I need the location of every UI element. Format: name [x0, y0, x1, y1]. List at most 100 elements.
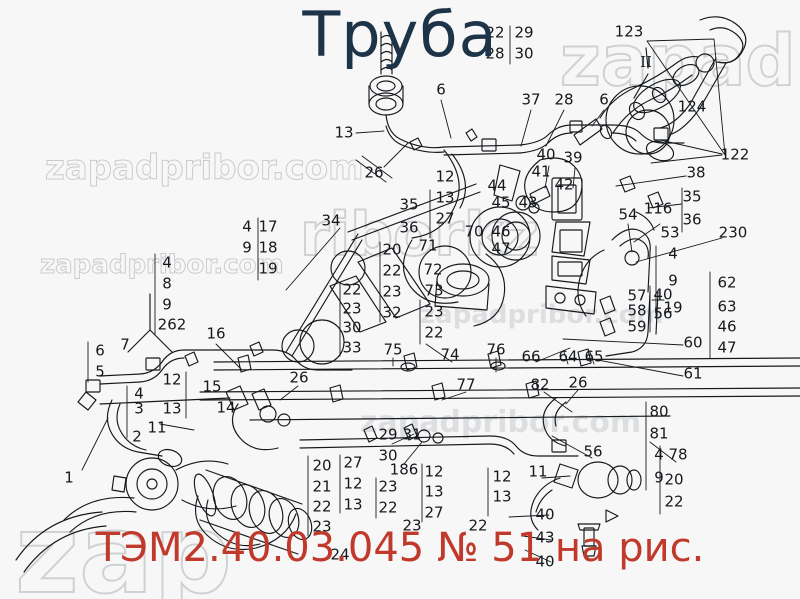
callout-label-30: 30 — [514, 44, 534, 63]
callout-label-27: 27 — [343, 453, 363, 472]
callout-label-26: 26 — [289, 368, 309, 387]
callout-label-22: 22 — [468, 516, 488, 535]
callout-label-43: 43 — [535, 528, 555, 547]
callout-label-56: 56 — [653, 304, 673, 323]
callout-label-33: 33 — [342, 338, 362, 357]
callout-label-20: 20 — [382, 240, 402, 259]
callout-label-2: 2 — [132, 427, 142, 446]
callout-label-4: 4 — [654, 445, 664, 464]
callout-label-54: 54 — [618, 205, 638, 224]
callout-label-9: 9 — [242, 238, 252, 257]
callout-label-39: 39 — [563, 148, 583, 167]
callout-label-13: 13 — [492, 487, 512, 506]
callout-label-61: 61 — [683, 364, 703, 383]
callout-label-23: 23 — [382, 282, 402, 301]
callout-label-23: 23 — [424, 302, 444, 321]
callout-label-32: 32 — [382, 303, 402, 322]
callout-label-38: 38 — [686, 163, 706, 182]
callout-label-262: 262 — [157, 315, 187, 334]
callout-label-30: 30 — [378, 446, 398, 465]
callout-label-3: 3 — [134, 399, 144, 418]
callout-label-6: 6 — [436, 80, 446, 99]
callout-label-22: 22 — [378, 498, 398, 517]
callout-label-46: 46 — [717, 317, 737, 336]
callout-label-230: 230 — [718, 223, 748, 242]
callout-label-4: 4 — [242, 217, 252, 236]
callout-label-29: 29 — [514, 23, 534, 42]
callout-label-80: 80 — [649, 402, 669, 421]
callout-label-13: 13 — [424, 482, 444, 501]
callout-label-9: 9 — [668, 271, 678, 290]
callout-label-4: 4 — [668, 244, 678, 263]
callout-label-12: 12 — [162, 370, 182, 389]
callout-label-7: 7 — [120, 335, 130, 354]
callout-label-82: 82 — [530, 375, 550, 394]
callout-label-13: 13 — [343, 495, 363, 514]
callout-label-23: 23 — [342, 299, 362, 318]
callout-label-47: 47 — [717, 338, 737, 357]
callout-label-60: 60 — [683, 333, 703, 352]
callout-label-15: 15 — [202, 377, 222, 396]
callout-label-6: 6 — [599, 90, 609, 109]
callout-label-47: 47 — [491, 239, 511, 258]
callout-label-23: 23 — [312, 517, 332, 536]
callout-label-22: 22 — [312, 497, 332, 516]
callout-label-9: 9 — [162, 295, 172, 314]
callout-label-65: 65 — [584, 347, 604, 366]
callout-label-12: 12 — [435, 167, 455, 186]
callout-label-53: 53 — [660, 223, 680, 242]
callout-label-59: 59 — [627, 317, 647, 336]
callout-label-13: 13 — [162, 399, 182, 418]
callout-label-28: 28 — [485, 44, 505, 63]
callout-label-23: 23 — [378, 477, 398, 496]
callout-label-6: 6 — [95, 341, 105, 360]
callout-label-57: 57 — [627, 286, 647, 305]
callout-label-23: 23 — [402, 516, 422, 535]
callout-label-37: 37 — [521, 90, 541, 109]
callout-label-16: 16 — [206, 324, 226, 343]
callout-label-22: 22 — [664, 492, 684, 511]
callout-label-1: 1 — [64, 468, 74, 487]
callout-label-71: 71 — [418, 236, 438, 255]
callout-label-8: 8 — [162, 274, 172, 293]
callout-label-63: 63 — [717, 297, 737, 316]
callout-label-26: 26 — [568, 373, 588, 392]
callout-label-19: 19 — [663, 298, 683, 317]
callout-label-12: 12 — [424, 462, 444, 481]
callout-label-62: 62 — [717, 273, 737, 292]
callout-label-116: 116 — [643, 199, 673, 218]
callout-label-12: 12 — [343, 474, 363, 493]
page-title: Труба — [302, 0, 498, 71]
callout-label-12: 12 — [492, 467, 512, 486]
callout-label-9: 9 — [654, 468, 664, 487]
callout-label-11: 11 — [528, 462, 548, 481]
callout-label-75: 75 — [383, 340, 403, 359]
callout-label-77: 77 — [456, 375, 476, 394]
callout-label-36: 36 — [682, 210, 702, 229]
callout-label-13: 13 — [334, 123, 354, 142]
drawing-caption: ТЭМ2.40.03.045 № 51 на рис. — [95, 525, 705, 571]
callout-label-22: 22 — [382, 261, 402, 280]
callout-label-22: 22 — [424, 323, 444, 342]
callout-label-35: 35 — [682, 187, 702, 206]
callout-label-78: 78 — [668, 445, 688, 464]
callout-label-22: 22 — [342, 280, 362, 299]
callout-label-44: 44 — [487, 176, 507, 195]
callout-label-45: 45 — [491, 193, 511, 212]
callout-label-27: 27 — [424, 503, 444, 522]
callout-label-40: 40 — [536, 145, 556, 164]
callout-label-5: 5 — [95, 362, 105, 381]
callout-label-28: 28 — [554, 90, 574, 109]
detail-marker-II: II — [640, 53, 652, 71]
callout-label-17: 17 — [258, 217, 278, 236]
callout-label-76: 76 — [486, 340, 506, 359]
callout-label-73: 73 — [424, 281, 444, 300]
callout-label-30: 30 — [342, 318, 362, 337]
callout-label-81: 81 — [649, 424, 669, 443]
callout-label-43: 43 — [518, 193, 538, 212]
callout-label-40: 40 — [653, 285, 673, 304]
callout-label-11: 11 — [147, 418, 167, 437]
callout-label-24: 24 — [330, 545, 350, 564]
